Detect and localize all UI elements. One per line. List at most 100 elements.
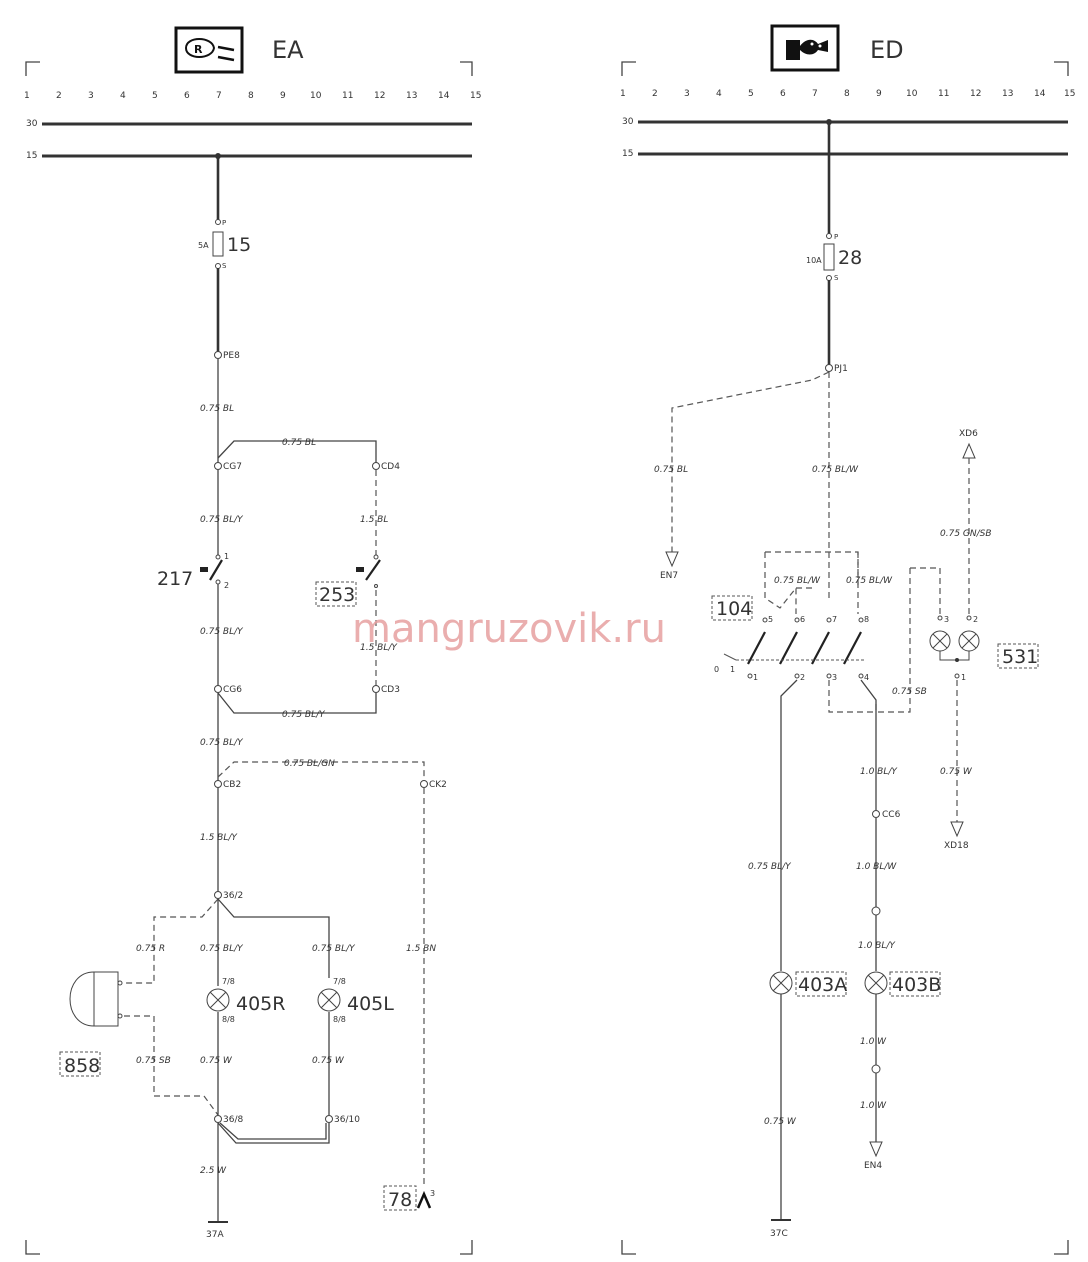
- svg-text:217: 217: [157, 568, 193, 590]
- svg-text:0.75 BL/Y: 0.75 BL/Y: [312, 944, 356, 954]
- svg-text:4: 4: [864, 673, 869, 682]
- svg-text:2: 2: [800, 673, 805, 682]
- lamp-405l: 7/8 8/8 405L: [317, 977, 394, 1024]
- svg-text:7: 7: [216, 91, 222, 101]
- svg-text:S: S: [222, 262, 227, 270]
- svg-text:10: 10: [906, 89, 918, 99]
- svg-text:P: P: [222, 219, 226, 227]
- svg-text:0.75 BL/Y: 0.75 BL/Y: [200, 627, 244, 637]
- ground-37c: 37C: [770, 1229, 788, 1239]
- svg-text:1: 1: [620, 89, 626, 99]
- svg-text:0.75 W: 0.75 W: [200, 1056, 233, 1066]
- svg-text:13: 13: [406, 91, 417, 101]
- svg-text:2: 2: [224, 581, 229, 590]
- svg-text:0.75 W: 0.75 W: [940, 767, 973, 777]
- svg-text:0.75 BL: 0.75 BL: [200, 404, 234, 414]
- svg-text:30: 30: [622, 117, 634, 127]
- fuse-28: [823, 243, 835, 271]
- svg-text:CC6: CC6: [882, 810, 901, 820]
- svg-text:R: R: [194, 43, 203, 56]
- svg-text:10A: 10A: [806, 256, 822, 265]
- svg-text:2.5 W: 2.5 W: [200, 1166, 227, 1176]
- svg-text:EN4: EN4: [864, 1161, 882, 1171]
- svg-text:8: 8: [864, 615, 869, 624]
- svg-text:2: 2: [973, 615, 978, 624]
- svg-text:XD18: XD18: [944, 841, 969, 851]
- svg-text:8: 8: [844, 89, 850, 99]
- lamp-403a: 403A: [769, 971, 847, 997]
- svg-text:XD6: XD6: [959, 429, 978, 439]
- svg-text:7: 7: [812, 89, 818, 99]
- svg-text:13: 13: [1002, 89, 1013, 99]
- svg-text:1.0 BL/Y: 1.0 BL/Y: [860, 767, 898, 777]
- component-531: 3 2 1 531: [929, 615, 1039, 682]
- svg-text:14: 14: [1034, 89, 1046, 99]
- svg-text:28: 28: [838, 247, 862, 269]
- svg-text:1.0 BL/Y: 1.0 BL/Y: [858, 941, 896, 951]
- svg-text:0.75 W: 0.75 W: [312, 1056, 345, 1066]
- svg-text:0.75 BL/Y: 0.75 BL/Y: [200, 738, 244, 748]
- svg-text:12: 12: [374, 91, 385, 101]
- column-scale-right: 1 2 3 4 5 6 7 8 9 10 11 12 13 14 15: [620, 89, 1075, 99]
- svg-text:1.0 W: 1.0 W: [860, 1037, 887, 1047]
- svg-text:0.75 BL/W: 0.75 BL/W: [846, 576, 893, 586]
- svg-text:405R: 405R: [236, 993, 285, 1015]
- svg-text:1: 1: [224, 552, 229, 561]
- svg-text:8: 8: [248, 91, 254, 101]
- svg-text:36/8: 36/8: [223, 1115, 243, 1125]
- svg-text:1.5 BL/Y: 1.5 BL/Y: [200, 833, 238, 843]
- switch-104: 5 6 7 8 1 2 3 4 0 1: [714, 615, 869, 682]
- svg-text:403A: 403A: [798, 974, 847, 996]
- svg-text:15: 15: [227, 234, 251, 256]
- svg-text:1.5 BN: 1.5 BN: [406, 944, 436, 954]
- page-title-ea: EA: [272, 36, 304, 64]
- svg-text:10: 10: [310, 91, 322, 101]
- svg-text:9: 9: [876, 89, 882, 99]
- svg-text:0.75 SB: 0.75 SB: [136, 1056, 171, 1066]
- svg-text:7: 7: [832, 615, 837, 624]
- svg-text:253: 253: [319, 584, 355, 606]
- svg-text:5: 5: [748, 89, 754, 99]
- svg-text:5A: 5A: [198, 241, 209, 250]
- svg-text:403B: 403B: [892, 974, 941, 996]
- connector-pe8: PE8: [223, 351, 240, 361]
- svg-text:5: 5: [768, 615, 773, 624]
- svg-text:0.75 GN/SB: 0.75 GN/SB: [940, 529, 992, 539]
- svg-text:15: 15: [26, 151, 37, 161]
- svg-text:P: P: [834, 233, 838, 241]
- svg-text:3: 3: [684, 89, 690, 99]
- connector-78: 78 3: [383, 1185, 435, 1211]
- ground-37a: 37A: [206, 1230, 224, 1240]
- svg-text:9: 9: [280, 91, 286, 101]
- svg-text:6: 6: [780, 89, 786, 99]
- svg-text:CD4: CD4: [381, 462, 400, 472]
- svg-text:1: 1: [24, 91, 30, 101]
- svg-text:CG7: CG7: [223, 462, 242, 472]
- svg-text:2: 2: [652, 89, 658, 99]
- svg-text:0.75 SB: 0.75 SB: [892, 687, 927, 697]
- svg-text:1: 1: [753, 673, 758, 682]
- svg-text:0.75 BL/W: 0.75 BL/W: [812, 465, 859, 475]
- watermark: mangruzovik.ru: [352, 606, 666, 652]
- svg-text:15: 15: [622, 149, 633, 159]
- svg-text:CK2: CK2: [429, 780, 447, 790]
- svg-text:6: 6: [800, 615, 805, 624]
- svg-text:0.75 BL/Y: 0.75 BL/Y: [748, 862, 792, 872]
- svg-text:CB2: CB2: [223, 780, 241, 790]
- svg-text:12: 12: [970, 89, 981, 99]
- svg-text:405L: 405L: [347, 993, 394, 1015]
- lamp-405r: 7/8 8/8 405R: [206, 977, 285, 1024]
- svg-text:0.75 BL/GN: 0.75 BL/GN: [284, 759, 335, 769]
- svg-text:1.0 BL/W: 1.0 BL/W: [856, 862, 897, 872]
- svg-text:15: 15: [1064, 89, 1075, 99]
- switch-217: 1 2 217: [157, 552, 229, 590]
- svg-text:36/2: 36/2: [223, 891, 243, 901]
- svg-text:1: 1: [730, 665, 735, 674]
- column-scale-left: 1 2 3 4 5 6 7 8 9 10 11 12 13 14 15: [24, 91, 481, 101]
- lamp-403b: 403B: [864, 971, 941, 997]
- svg-text:78: 78: [388, 1189, 412, 1211]
- svg-text:858: 858: [64, 1055, 100, 1077]
- fuse-15: [212, 231, 224, 257]
- svg-text:CG6: CG6: [223, 685, 242, 695]
